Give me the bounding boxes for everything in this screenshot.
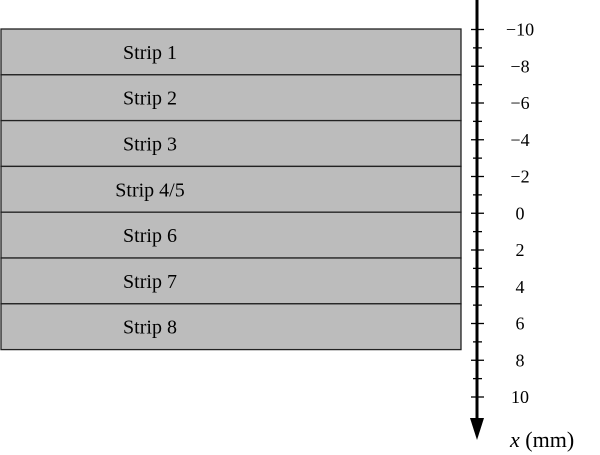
strip-rect: [0, 119, 462, 168]
strip: Strip 2: [0, 74, 462, 122]
tick-label: 10: [511, 387, 529, 407]
tick-label: 8: [516, 350, 525, 370]
x-axis-unit: (mm): [520, 427, 574, 452]
strip-rect: [0, 165, 462, 213]
tick-label: 6: [516, 314, 525, 334]
strip: Strip 1: [0, 28, 462, 76]
strip-label: Strip 7: [123, 271, 177, 293]
tick-label: −8: [510, 56, 529, 76]
strip-label: Strip 1: [123, 42, 177, 64]
strip-rect: [0, 28, 462, 76]
strip: Strip 8: [0, 303, 462, 351]
strip-label: Strip 8: [123, 317, 177, 339]
strip-label: Strip 2: [123, 88, 177, 110]
strip-label: Strip 3: [123, 134, 177, 156]
tick-label: −2: [510, 167, 529, 187]
x-axis: −10 −8 −6 −4 −2 0 2 4 6 8 10 x (mm): [470, 0, 574, 452]
tick-label: −6: [510, 93, 529, 113]
strip-rect: [0, 303, 462, 351]
strip-rect: [0, 257, 462, 305]
x-axis-title: x (mm): [509, 427, 574, 452]
tick-label: −10: [506, 20, 534, 40]
strip-label: Strip 6: [123, 225, 177, 247]
strip: Strip 7: [0, 257, 462, 305]
x-axis-variable: x: [509, 427, 520, 452]
strip: Strip 6: [0, 211, 462, 259]
x-axis-ticks: −10 −8 −6 −4 −2 0 2 4 6 8 10: [471, 20, 534, 407]
tick-label: −4: [510, 130, 529, 150]
tick-label: 0: [516, 203, 525, 223]
x-axis-arrowhead: [470, 418, 484, 440]
strip-label: Strip 4/5: [115, 179, 184, 201]
tick-label: 4: [516, 277, 525, 297]
tick-label: 2: [516, 240, 525, 260]
strip: Strip 4/5: [0, 165, 462, 213]
strip-rect: [0, 211, 462, 259]
strip-rect: [0, 74, 462, 122]
strip: Strip 3: [0, 119, 462, 168]
